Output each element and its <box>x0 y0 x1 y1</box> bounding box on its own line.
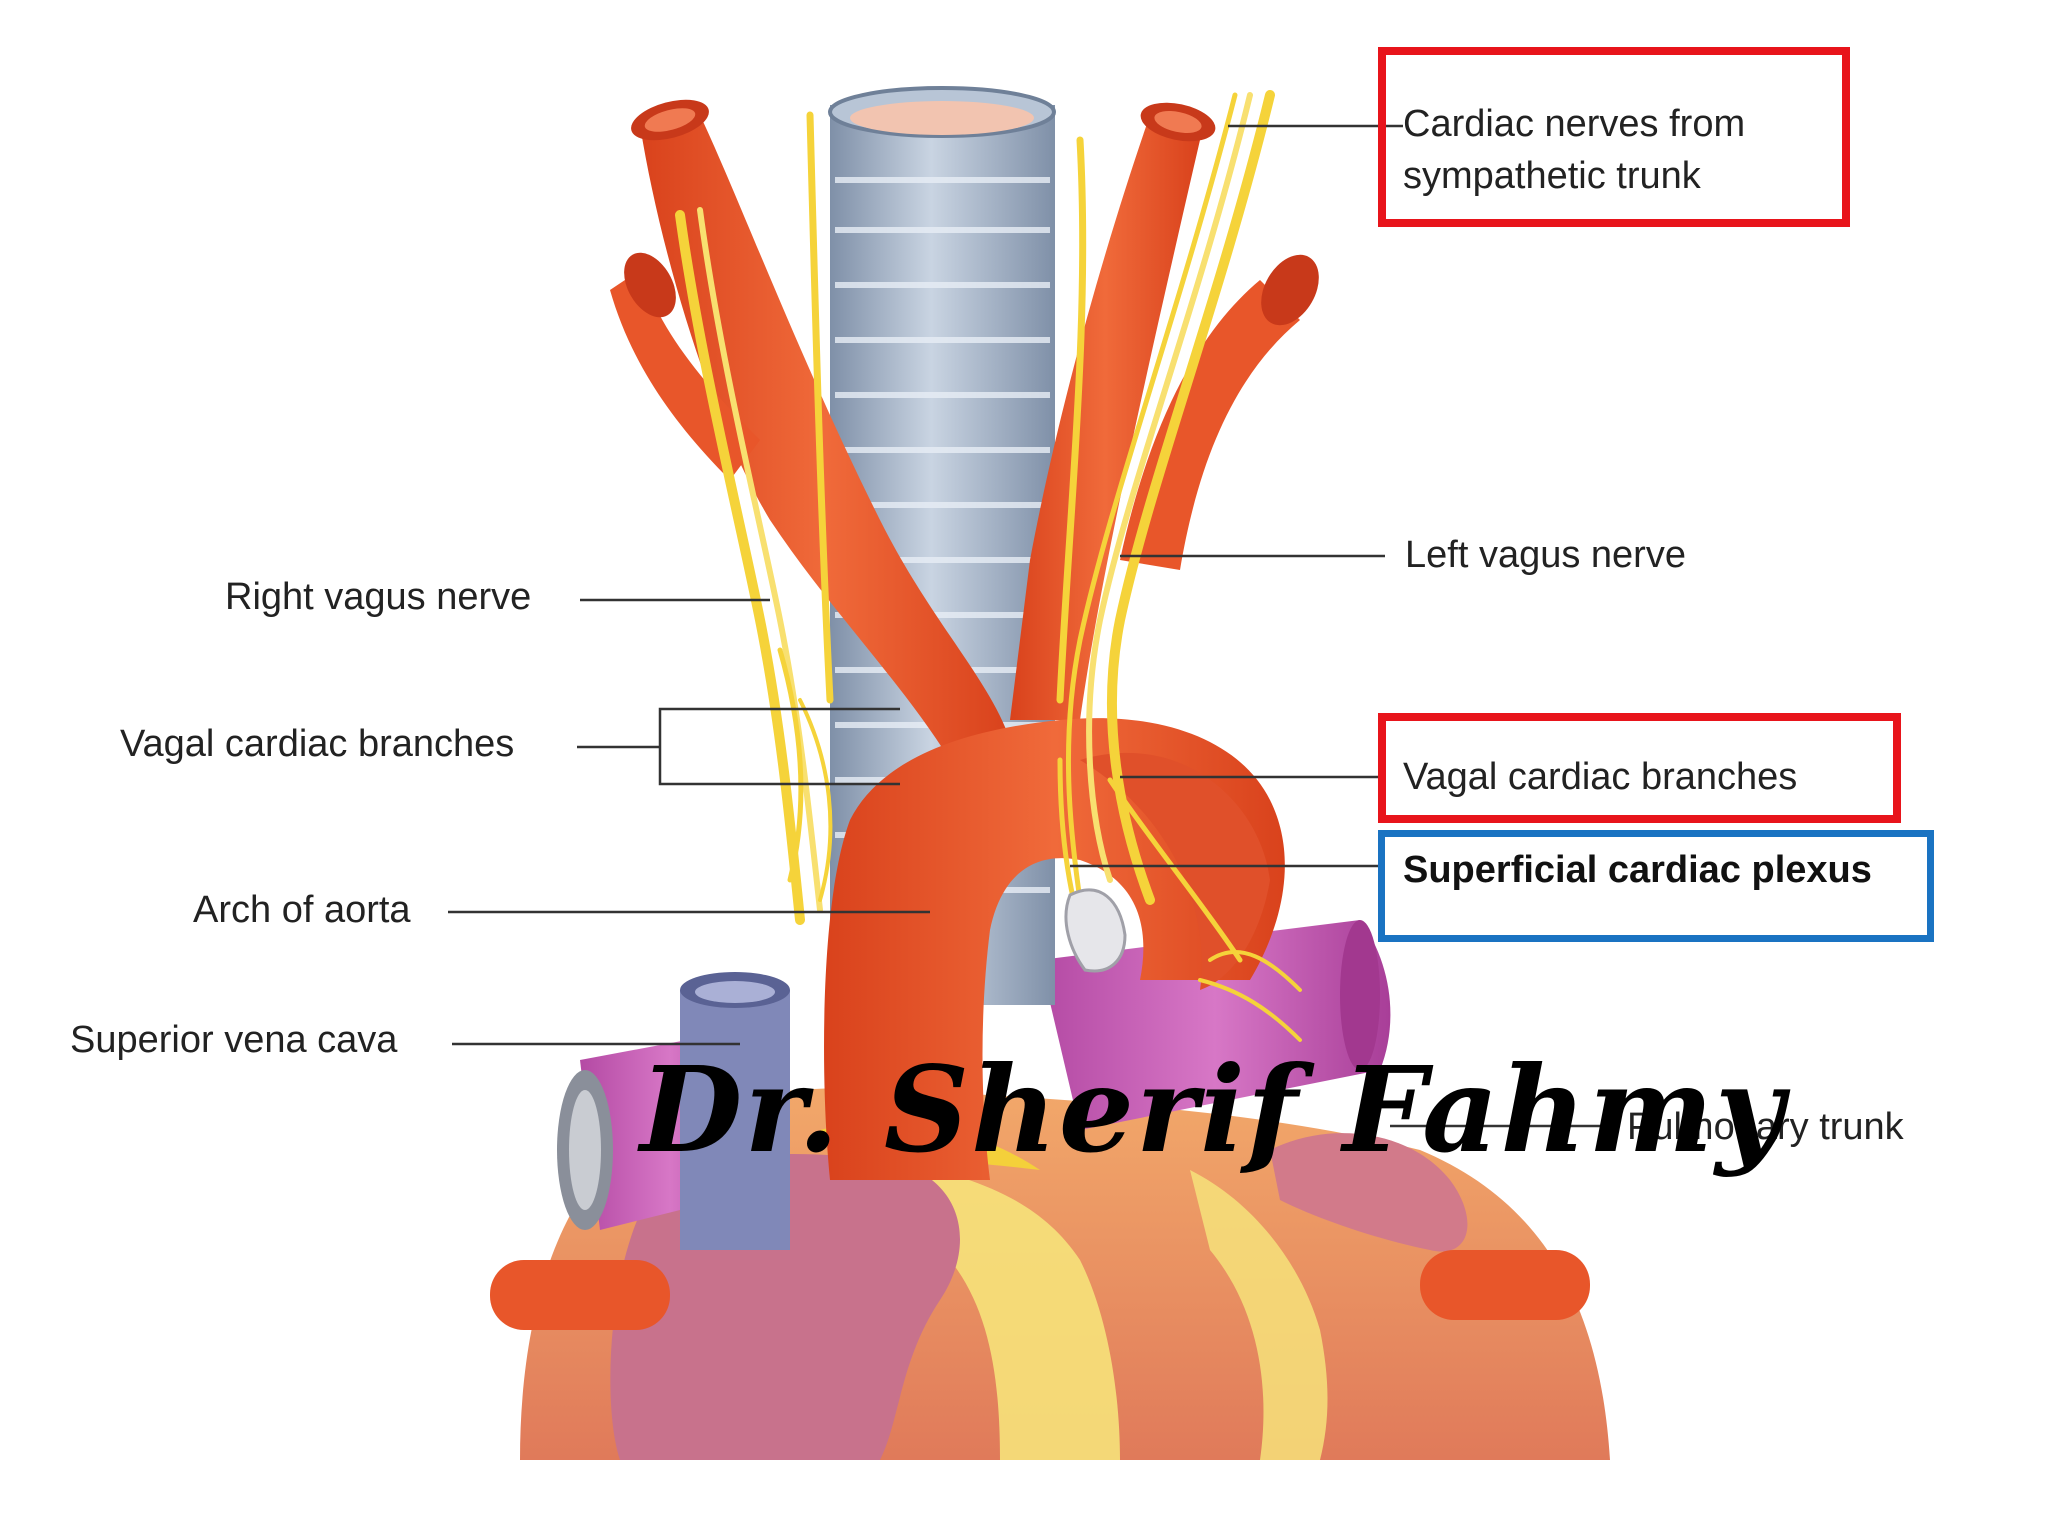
superior-vena-cava-shape <box>680 972 790 1250</box>
nerves <box>675 90 1302 1042</box>
highlight-box-superficial-plexus <box>1378 830 1934 942</box>
label-superficial-cardiac-plexus: Superficial cardiac plexus <box>1403 849 1872 891</box>
label-right-vagus-nerve: Right vagus nerve <box>225 576 532 618</box>
superficial-plexus-ganglion <box>1064 888 1127 973</box>
label-vagal-cardiac-branches-left: Vagal cardiac branches <box>120 723 515 765</box>
highlight-box-vagal-cardiac-branches <box>1378 713 1901 823</box>
left-subclavian <box>1120 280 1300 570</box>
leader-lines <box>448 124 1610 1128</box>
label-vagal-cardiac-branches-right: Vagal cardiac branches <box>1403 756 1798 798</box>
pulmonary-trunk-shape <box>557 920 1391 1230</box>
label-cardiac-nerves-line1: Cardiac nerves from <box>1403 103 1746 145</box>
left-pulmonary-artery <box>1420 1250 1590 1320</box>
watermark: Dr. Sherif Fahmy <box>640 1040 1786 1179</box>
right-pulmonary-artery <box>490 1260 670 1330</box>
label-left-vagus-nerve: Left vagus nerve <box>1405 534 1686 576</box>
left-common-carotid <box>1010 115 1200 720</box>
label-arch-of-aorta: Arch of aorta <box>193 889 411 931</box>
label-superior-vena-cava: Superior vena cava <box>70 1019 398 1061</box>
brachiocephalic-trunk <box>640 115 1010 760</box>
label-pulmonary-trunk: Pulmonary trunk <box>1627 1106 1904 1148</box>
label-cardiac-nerves-line2: sympathetic trunk <box>1403 155 1701 197</box>
left-auricle <box>1270 1133 1468 1252</box>
highlight-box-cardiac-nerves <box>1378 47 1850 227</box>
